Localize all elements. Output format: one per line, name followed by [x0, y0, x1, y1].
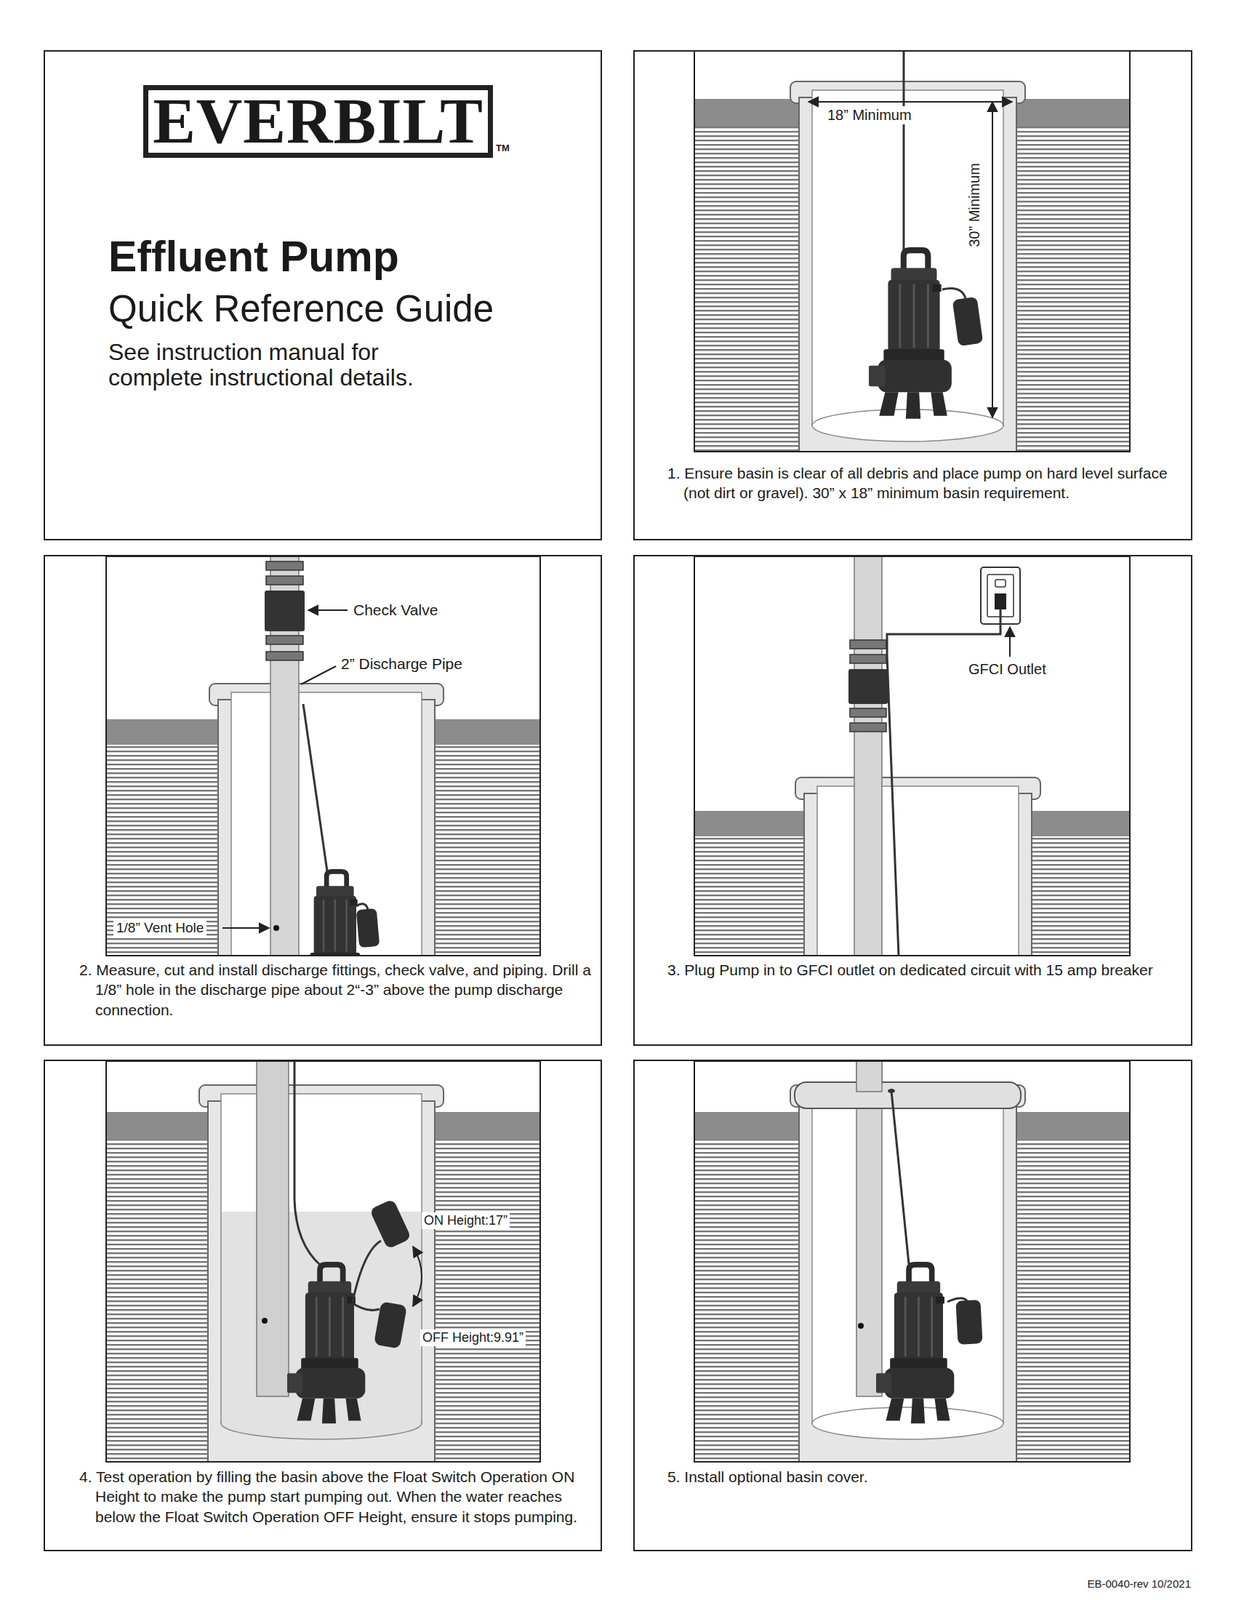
step-caption: 3. Plug Pump in to GFCI outlet on dedica… [667, 959, 1177, 980]
scene-discharge-pipe-part [266, 635, 304, 645]
scene-float-test-part [352, 1302, 380, 1310]
scene-gfci-part [854, 556, 882, 956]
scene-frame [106, 1060, 541, 1462]
scene-discharge-pipe-part [266, 561, 304, 571]
scene-gfci-part [849, 708, 887, 717]
scene-gfci-part [994, 593, 1007, 610]
scene-float-test-part-part [373, 1300, 408, 1348]
scene-gfci-part [849, 654, 887, 664]
guide-note: See instruction manual for complete inst… [108, 339, 472, 391]
scene-gfci-part [848, 668, 888, 704]
scene-basin-size-part-part [952, 296, 984, 347]
scene-discharge-pipe-part-part [356, 908, 380, 948]
scene-basin-size-part [952, 296, 984, 347]
scene-float-test-part [294, 1060, 321, 1266]
scene-gfci-part [995, 579, 1006, 587]
scene-float-test-part [373, 1300, 408, 1348]
scene-discharge-pipe-part [301, 665, 336, 685]
scene-discharge-pipe-part [356, 903, 368, 909]
scene-discharge-pipe [106, 556, 541, 956]
step-caption: 4. Test operation by filling the basin a… [79, 1466, 596, 1527]
scene-frame [106, 556, 541, 956]
scene-frame [694, 556, 1130, 956]
scene-gfci-part [817, 785, 1019, 956]
scene-cover-part [812, 1406, 1004, 1439]
trademark: TM [494, 142, 512, 155]
step-panel: 2. Measure, cut and install discharge fi… [43, 554, 603, 1046]
scene-cover-part-part [955, 1299, 983, 1345]
step-panel: 3. Plug Pump in to GFCI outlet on dedica… [633, 554, 1193, 1046]
step-caption: 2. Measure, cut and install discharge fi… [79, 959, 596, 1020]
scene-basin-size-part [868, 250, 952, 419]
step-caption: 1. Ensure basin is clear of all debris a… [667, 463, 1177, 504]
scene-cover-part [891, 1090, 909, 1264]
brand-name: EVERBILT [152, 89, 484, 154]
scene-float-test [106, 1060, 541, 1462]
scene-float-test-part [287, 1264, 365, 1424]
scene-float-test-part [352, 1240, 381, 1302]
scene-discharge-pipe-part [298, 871, 366, 956]
float-height-label: OFF Height:9.91” [420, 1329, 526, 1346]
scene-discharge-pipe-part [264, 590, 305, 632]
dimension-label: 30” Minimum [965, 161, 984, 249]
scene-discharge-pipe-part [222, 927, 270, 929]
float-height-label: ON Height:17” [421, 1212, 510, 1229]
scene-basin-size-part [903, 50, 906, 251]
guide-title: Effluent Pump [108, 233, 400, 281]
scene-cover-part [955, 1299, 983, 1345]
brand-logo: EVERBILT [143, 85, 493, 158]
step-caption: 5. Install optional basin cover. [667, 1466, 1177, 1487]
intro-panel: Effluent PumpQuick Reference GuideSee in… [43, 50, 603, 541]
scene-cover-part [856, 1060, 882, 1396]
scene-basin-size-part [808, 101, 1013, 103]
scene-cover-part [856, 1060, 882, 1092]
scene-discharge-pipe-part [303, 703, 328, 872]
scene-frame [694, 50, 1130, 452]
scene-discharge-pipe-part [356, 908, 380, 948]
scene-cover-part [857, 1322, 864, 1329]
scene-float-test-part [261, 1317, 268, 1324]
step-panel: 4. Test operation by filling the basin a… [43, 1059, 603, 1551]
scene-basin-size-part [812, 90, 1004, 426]
scene-basin-size [694, 50, 1130, 452]
scene-gfci [694, 556, 1130, 956]
callout-label: 1/8” Vent Hole [113, 919, 207, 937]
scene-cover-part [794, 1081, 1021, 1109]
scene-discharge-pipe-part [266, 575, 304, 585]
document-code: EB-0040-rev 10/2021 [1085, 1576, 1193, 1591]
scene-gfci-part [849, 639, 887, 649]
scene-discharge-pipe-part [273, 924, 280, 931]
scene-float-test-part-part [369, 1198, 412, 1250]
scene-float-test-part [369, 1198, 412, 1250]
scene-basin-size-part [942, 288, 966, 299]
scene-basin-size-part [991, 101, 994, 418]
scene-gfci-part [849, 722, 887, 732]
scene-gfci-part [1009, 626, 1011, 657]
scene-discharge-pipe-part [308, 609, 348, 611]
scene-frame [694, 1060, 1130, 1462]
scene-float-test-part [221, 1093, 422, 1423]
callout-label: Check Valve [351, 600, 440, 620]
guide-subtitle: Quick Reference Guide [108, 288, 494, 330]
scene-float-test-part [412, 1246, 422, 1306]
scene-cover [694, 1060, 1130, 1462]
step-panel: 5. Install optional basin cover. [633, 1059, 1193, 1551]
scene-float-test-part [256, 1060, 289, 1396]
callout-label: 2” Discharge Pipe [339, 654, 464, 674]
scene-cover-part [876, 1264, 954, 1424]
dimension-label: 18” Minimum [825, 106, 914, 125]
scene-discharge-pipe-part [266, 651, 304, 661]
callout-label: GFCI Outlet [966, 660, 1048, 679]
